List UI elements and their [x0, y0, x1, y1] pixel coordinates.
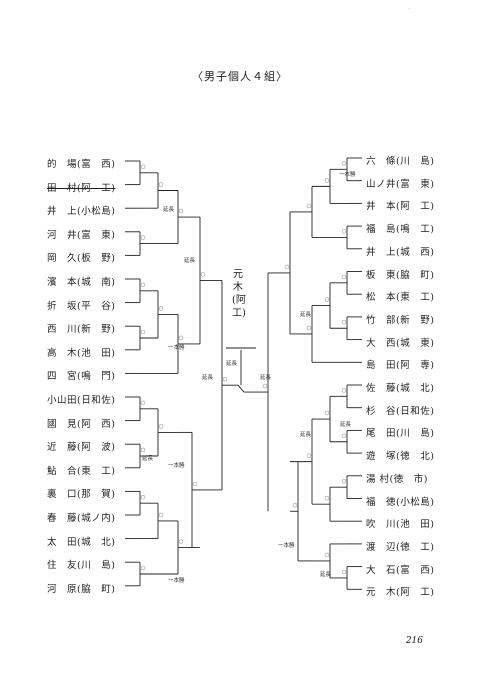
score-mark [324, 495, 330, 501]
right-player-name: 井 上(城 西) [366, 246, 435, 258]
score-mark [178, 335, 184, 341]
note-ippon-1: 一本勝 [339, 172, 356, 178]
right-player-name: 湯 村(徳 市) [366, 473, 428, 485]
right-player-name: 渡 辺(徳 工) [366, 541, 435, 553]
note-enchou-4: 延長 [202, 375, 214, 381]
score-mark [306, 203, 312, 209]
score-mark [140, 164, 146, 170]
left-player-name: 的 場(富 西) [47, 159, 116, 170]
right-player-name: 遊 塚(徳 北) [366, 451, 435, 463]
left-player-name: 四 宮(鳴 門) [47, 371, 116, 383]
right-player-name: 松 本(東 工) [366, 292, 435, 304]
right-player-name: 杉 谷(日和佐) [366, 405, 435, 417]
note-enchou-9: 延長 [340, 422, 352, 428]
score-mark [324, 297, 330, 302]
note-enchou-2: 延長 [184, 258, 196, 264]
note-enchou-5: 延長 [260, 375, 272, 381]
note-enchou-6: 延長 [300, 312, 312, 318]
left-player-name: 鮎 合(東 工) [47, 465, 116, 477]
left-player-name: 河 原(脇 町) [47, 583, 116, 595]
note-enchou-1: 延長 [163, 207, 175, 213]
left-player-name: 太 田(城 北) [47, 536, 116, 548]
right-player-name: 大 石(富 西) [366, 564, 435, 576]
left-player-name: 國 見(阿 西) [47, 418, 116, 430]
score-mark [292, 503, 298, 508]
right-player-name: 六 條(川 島) [366, 156, 435, 167]
score-mark [324, 178, 330, 183]
left-player-name: 春 藤(城ノ内) [47, 513, 116, 524]
score-mark [341, 569, 347, 575]
note-ippon-3: 一本勝 [168, 463, 185, 469]
score-mark [284, 264, 290, 270]
score-mark [158, 306, 164, 311]
right-player-name: 大 西(城 東) [366, 337, 435, 349]
right-player-name: 元 木(阿 工) [366, 587, 435, 599]
page-number: 216 [405, 636, 423, 646]
score-mark [306, 453, 312, 458]
left-player-name: 西 川(新 野) [47, 324, 116, 336]
score-mark [158, 512, 164, 518]
left-player-name: 河 井(富 東) [47, 229, 116, 241]
right-player-name: 島 田(阿 専) [366, 360, 435, 372]
score-mark [158, 424, 164, 429]
left-player-name: 小山田(日和佐) [47, 395, 116, 406]
score-mark [341, 433, 347, 438]
champion-name: 元木(阿工) [232, 269, 246, 319]
left-player-name: 岡 久(板 野) [47, 253, 116, 265]
final-line [237, 384, 245, 393]
score-mark [341, 388, 347, 393]
right-player-name: 山ノ井(富 東) [366, 178, 435, 190]
score-mark [140, 565, 146, 571]
score-mark [341, 161, 347, 166]
score-mark [222, 376, 228, 382]
score-mark [140, 235, 146, 240]
score-mark [178, 539, 184, 544]
score-mark [158, 182, 164, 187]
left-player-name: 折 坂(平 谷) [47, 300, 116, 312]
right-player-name: 福 島(鳴 工) [366, 224, 435, 236]
right-player-name: 福 徳(小松島) [366, 496, 435, 508]
left-player-name: 住 友(川 島) [47, 560, 116, 572]
score-mark [140, 400, 146, 406]
note-enchou-10: 延長 [320, 572, 332, 578]
right-player-name: 板 東(脇 町) [366, 269, 435, 281]
score-mark [178, 208, 184, 214]
corner-mark: · [408, 6, 410, 13]
score-mark [324, 410, 330, 416]
left-player-name: 井 上(小松島) [47, 206, 116, 218]
right-player-name: 井 本(阿 工) [366, 201, 435, 213]
score-mark [192, 481, 198, 487]
score-mark [200, 272, 206, 277]
note-ippon-2: 一本勝 [168, 345, 185, 351]
score-mark [140, 282, 146, 288]
score-mark [140, 329, 146, 335]
left-player-name: 濱 本(城 南) [47, 277, 116, 288]
left-player-name: 裏 口(那 賀) [47, 489, 116, 501]
score-mark [140, 494, 146, 500]
score-mark [341, 229, 347, 234]
note-ippon-4: 一本勝 [168, 578, 185, 584]
left-player-name: 高 木(池 田) [47, 347, 116, 359]
left-player-name: 田 村(阿 工) [47, 182, 116, 194]
score-mark [341, 320, 347, 325]
right-player-name: 吹 川(池 田) [366, 519, 435, 531]
note-ippon-5: 一本勝 [278, 543, 295, 549]
score-mark [262, 383, 268, 389]
right-player-name: 佐 藤(城 北) [366, 383, 435, 394]
score-mark [341, 274, 347, 280]
score-mark [306, 325, 312, 331]
right-player-name: 尾 田(川 島) [366, 428, 435, 440]
note-enchou-8: 延長 [142, 456, 154, 462]
left-player-name: 近 藤(阿 波) [47, 442, 116, 454]
score-mark [324, 552, 330, 558]
right-player-name: 竹 部(新 野) [366, 314, 435, 326]
page-title: 〈男子個人４組〉 [192, 70, 288, 83]
score-mark [140, 447, 146, 453]
score-mark [341, 478, 347, 484]
note-enchou-3: 延長 [226, 361, 238, 367]
note-enchou-7: 延長 [300, 432, 312, 438]
